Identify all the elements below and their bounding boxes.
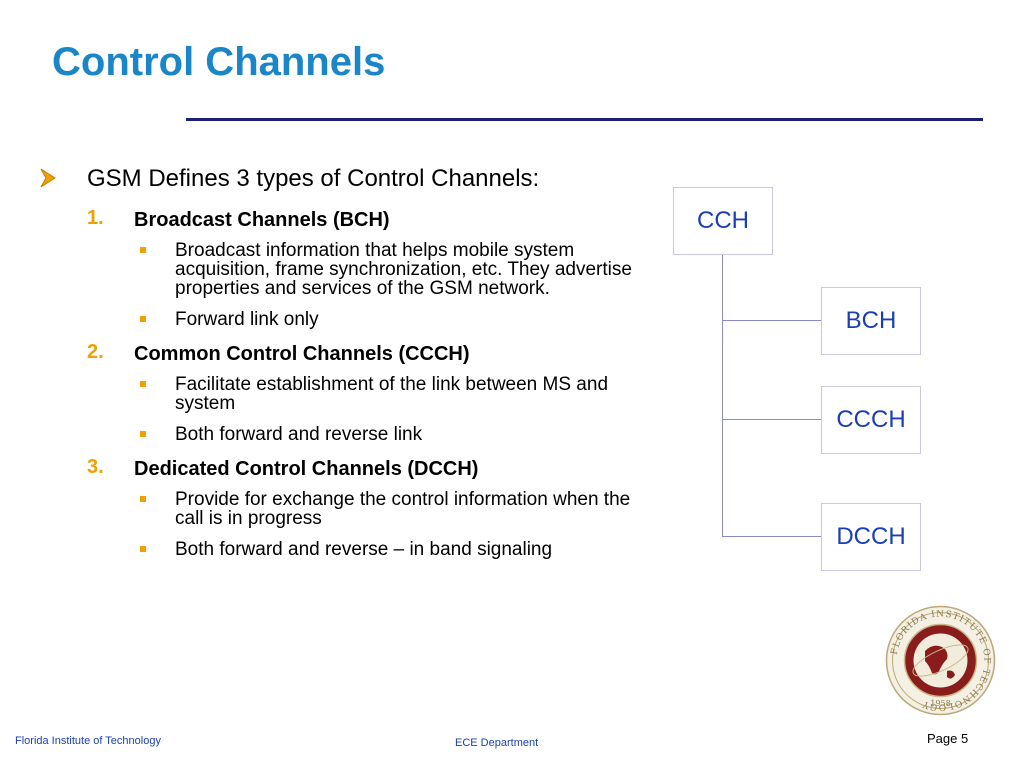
section-number: 3.	[87, 456, 104, 478]
square-bullet-icon	[140, 496, 146, 502]
trunk-connector	[722, 254, 723, 536]
branch-connector	[722, 320, 822, 321]
section-dcch: 3. Dedicated Control Channels (DCCH) Pro…	[38, 456, 658, 559]
title-underline	[186, 118, 983, 121]
slide-body: GSM Defines 3 types of Control Channels:…	[38, 163, 658, 571]
intro-text: GSM Defines 3 types of Control Channels:	[87, 165, 540, 192]
section-heading: Dedicated Control Channels (DCCH)	[134, 458, 479, 480]
footer-institution: Florida Institute of Technology	[15, 735, 161, 747]
bullet-text: Facilitate establishment of the link bet…	[175, 374, 609, 414]
square-bullet-icon	[140, 381, 146, 387]
slide-title: Control Channels	[52, 40, 386, 84]
list-item: Forward link only	[138, 310, 658, 329]
list-item: Both forward and reverse – in band signa…	[138, 540, 658, 559]
square-bullet-icon	[140, 247, 146, 253]
list-item: Broadcast information that helps mobile …	[138, 241, 658, 298]
bullet-text: Forward link only	[175, 309, 319, 330]
bullet-text: Broadcast information that helps mobile …	[175, 240, 632, 299]
branch-connector	[722, 536, 822, 537]
section-number: 2.	[87, 341, 104, 363]
bullet-text: Provide for exchange the control informa…	[175, 489, 631, 529]
square-bullet-icon	[140, 431, 146, 437]
arrow-bullet-icon	[40, 168, 56, 188]
list-item: Provide for exchange the control informa…	[138, 490, 658, 528]
section-heading: Common Control Channels (CCCH)	[134, 343, 470, 365]
section-number: 1.	[87, 207, 104, 229]
footer-department: ECE Department	[455, 737, 539, 749]
page-number: Page 5	[927, 731, 969, 746]
list-item: Both forward and reverse link	[138, 425, 658, 444]
branch-connector	[722, 419, 822, 420]
university-seal-logo: FLORIDA INSTITUTE OF TECHNOLOGY 1958	[885, 605, 996, 716]
square-bullet-icon	[140, 316, 146, 322]
svg-text:1958: 1958	[930, 699, 950, 708]
square-bullet-icon	[140, 546, 146, 552]
node-bch: BCH	[821, 287, 921, 355]
intro-line: GSM Defines 3 types of Control Channels:	[38, 163, 658, 199]
section-heading: Broadcast Channels (BCH)	[134, 209, 390, 231]
section-ccch: 2. Common Control Channels (CCCH) Facili…	[38, 341, 658, 444]
node-dcch: DCCH	[821, 503, 921, 571]
list-item: Facilitate establishment of the link bet…	[138, 375, 658, 413]
channel-hierarchy-diagram: CCH BCH CCCH DCCH	[673, 187, 933, 577]
node-ccch: CCCH	[821, 386, 921, 454]
bullet-text: Both forward and reverse link	[175, 424, 423, 445]
bullet-text: Both forward and reverse – in band signa…	[175, 539, 553, 560]
node-cch: CCH	[673, 187, 773, 255]
section-bch: 1. Broadcast Channels (BCH) Broadcast in…	[38, 207, 658, 329]
